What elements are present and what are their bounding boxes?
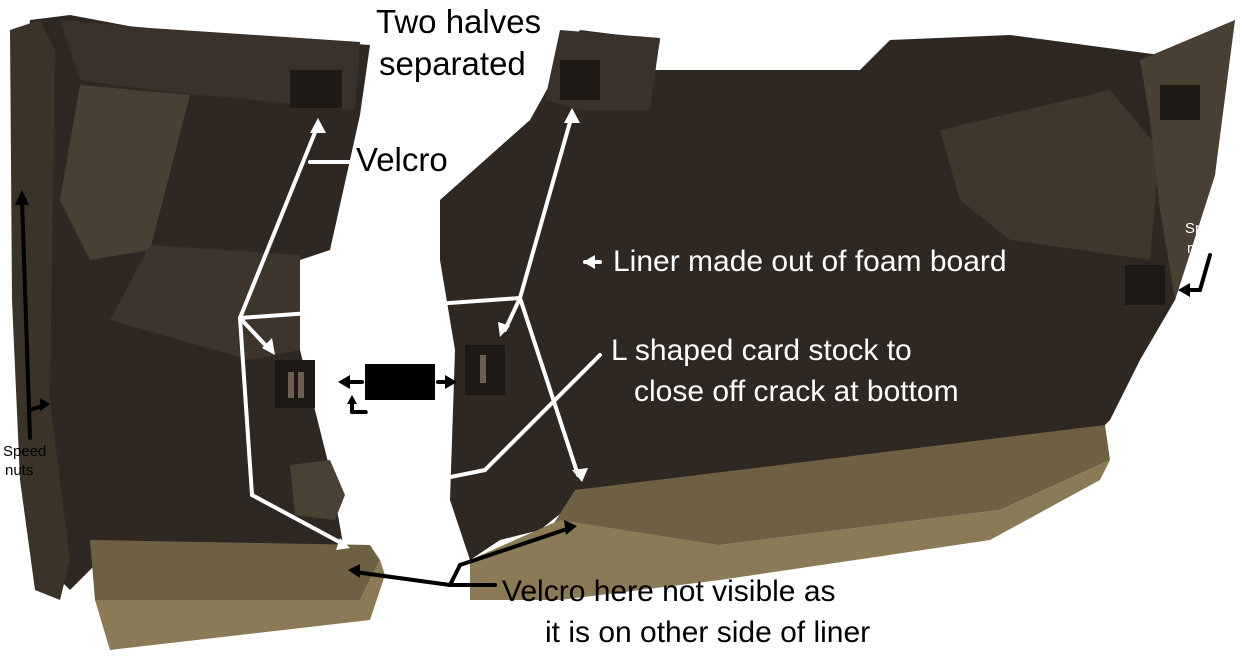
speed-nuts-left-line-1: Speed [3,443,47,460]
liner-label: Liner made out of foam board [613,245,1007,278]
l-shape-label-line-2: close off crack at bottom [634,375,959,408]
velcro-patch-left-middle [275,360,315,408]
left-liner-half [10,15,385,650]
speed-nuts-left-line-2: nuts [5,462,34,479]
velcro-label: Velcro [356,141,448,178]
bridge-label-line-1: Velcro [366,405,408,422]
speed-nuts-right-line-1: Speed [1185,220,1229,237]
white-annotation-lines [238,113,602,547]
speed-nuts-right-line-2: nuts [1187,240,1216,257]
title-line-2: separated [379,45,526,82]
hidden-velcro-line-2: it is on other side of liner [545,616,871,649]
title-line-1: Two halves [376,3,542,40]
right-liner-half [440,20,1235,600]
black-arrowheads [15,190,1190,578]
white-arrowheads [262,108,595,550]
l-shape-label-line-1: L shaped card stock to [611,334,912,367]
bridge-label-line-2: "bridge" [383,424,436,441]
velcro-patch-left-top [290,70,342,108]
velcro-patch-right-top [560,60,600,100]
velcro-bridge-strip [365,364,435,400]
hidden-velcro-line-1: Velcro here not visible as [502,575,836,608]
